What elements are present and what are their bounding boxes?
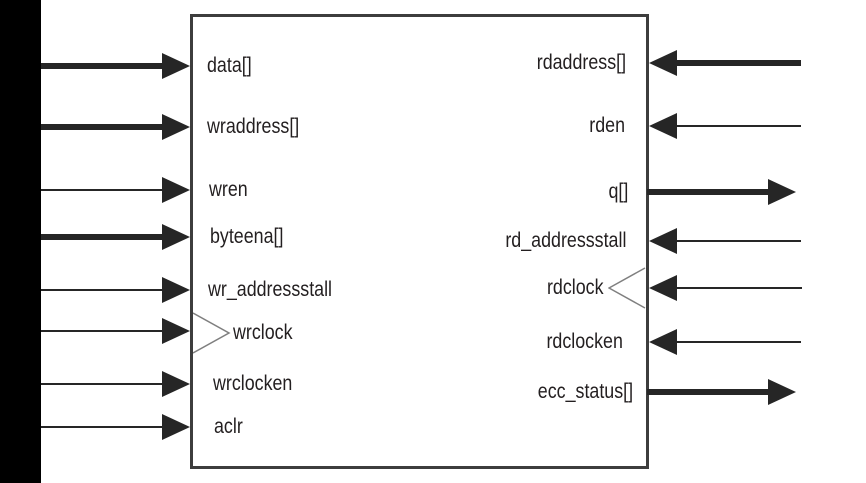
port-label-rdaddress: rdaddress[] xyxy=(536,51,626,74)
arrowhead-left-icon xyxy=(649,228,677,254)
clock-edge-icon xyxy=(193,312,231,354)
arrowhead-right-icon xyxy=(768,179,796,205)
port-label-wrclocken: wrclocken xyxy=(213,372,293,395)
port-label-wrclock: wrclock xyxy=(233,321,293,344)
port-label-rdclocken: rdclocken xyxy=(546,330,623,353)
wire-rdclock xyxy=(675,287,802,289)
wire-wren xyxy=(41,189,165,191)
arrowhead-right-icon xyxy=(162,114,190,140)
port-label-aclr: aclr xyxy=(214,415,243,438)
port-label-q: q[] xyxy=(608,180,628,203)
arrowhead-left-icon xyxy=(649,329,677,355)
wire-rdaddress xyxy=(675,60,801,66)
wire-rd-addressstall xyxy=(675,240,801,242)
port-label-wr-addressstall: wr_addressstall xyxy=(208,278,333,301)
left-black-bar xyxy=(0,0,41,483)
ram-block-outline xyxy=(190,14,649,469)
port-label-wraddress: wraddress[] xyxy=(207,115,300,138)
port-label-rdclock: rdclock xyxy=(547,276,604,299)
arrowhead-right-icon xyxy=(162,53,190,79)
wire-wrclock xyxy=(41,330,165,332)
wire-q xyxy=(647,189,769,195)
arrowhead-right-icon xyxy=(768,379,796,405)
arrowhead-left-icon xyxy=(649,275,677,301)
port-label-rden: rden xyxy=(589,114,625,137)
clock-edge-icon xyxy=(608,267,646,309)
port-label-ecc-status: ecc_status[] xyxy=(537,380,633,403)
arrowhead-right-icon xyxy=(162,224,190,250)
port-label-byteena: byteena[] xyxy=(210,225,284,248)
arrowhead-right-icon xyxy=(162,414,190,440)
arrowhead-left-icon xyxy=(649,50,677,76)
arrowhead-right-icon xyxy=(162,371,190,397)
wire-rden xyxy=(675,125,801,127)
port-label-data: data[] xyxy=(207,54,252,77)
wire-wraddress xyxy=(41,124,165,130)
wire-rdclocken xyxy=(675,341,801,343)
arrowhead-left-icon xyxy=(649,113,677,139)
arrowhead-right-icon xyxy=(162,277,190,303)
wire-aclr xyxy=(41,426,165,428)
arrowhead-right-icon xyxy=(162,318,190,344)
port-label-rd-addressstall: rd_addressstall xyxy=(504,229,626,252)
port-label-wren: wren xyxy=(209,178,248,201)
wire-byteena xyxy=(41,234,165,240)
wire-data xyxy=(41,63,165,69)
arrowhead-right-icon xyxy=(162,177,190,203)
wire-wr-addressstall xyxy=(41,289,165,291)
wire-ecc-status xyxy=(647,389,769,395)
wire-wrclocken xyxy=(41,383,165,385)
